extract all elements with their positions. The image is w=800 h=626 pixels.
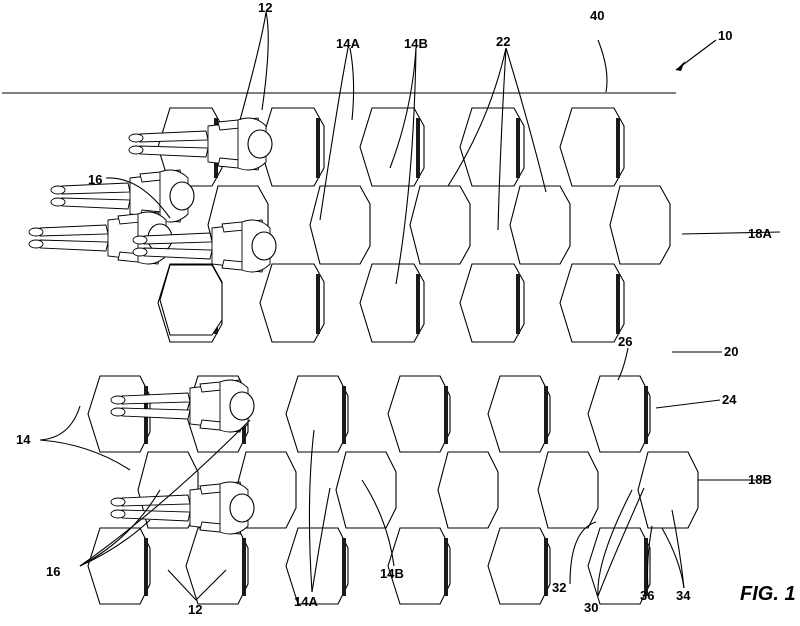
- label-40: 40: [590, 8, 604, 23]
- label-18B: 18B: [748, 472, 772, 487]
- label-16-bottom: 16: [46, 564, 60, 579]
- label-14A-top: 14A: [336, 36, 360, 51]
- label-14: 14: [16, 432, 31, 447]
- leader-lines: [39, 11, 781, 601]
- label-26: 26: [618, 334, 632, 349]
- label-30: 30: [584, 600, 598, 615]
- label-20: 20: [724, 344, 738, 359]
- label-24: 24: [722, 392, 737, 407]
- label-14B-bottom: 14B: [380, 566, 404, 581]
- label-16-top: 16: [88, 172, 102, 187]
- label-18A: 18A: [748, 226, 772, 241]
- label-12-top: 12: [258, 0, 272, 15]
- label-10: 10: [718, 28, 732, 43]
- label-32: 32: [552, 580, 566, 595]
- upper-seat-rows: [157, 107, 671, 343]
- label-22: 22: [496, 34, 510, 49]
- label-36: 36: [640, 588, 654, 603]
- label-12-bottom: 12: [188, 602, 202, 617]
- label-14A-bottom: 14A: [294, 594, 318, 609]
- figure-label: FIG. 1: [740, 583, 796, 605]
- label-34: 34: [676, 588, 691, 603]
- label-14B-top: 14B: [404, 36, 428, 51]
